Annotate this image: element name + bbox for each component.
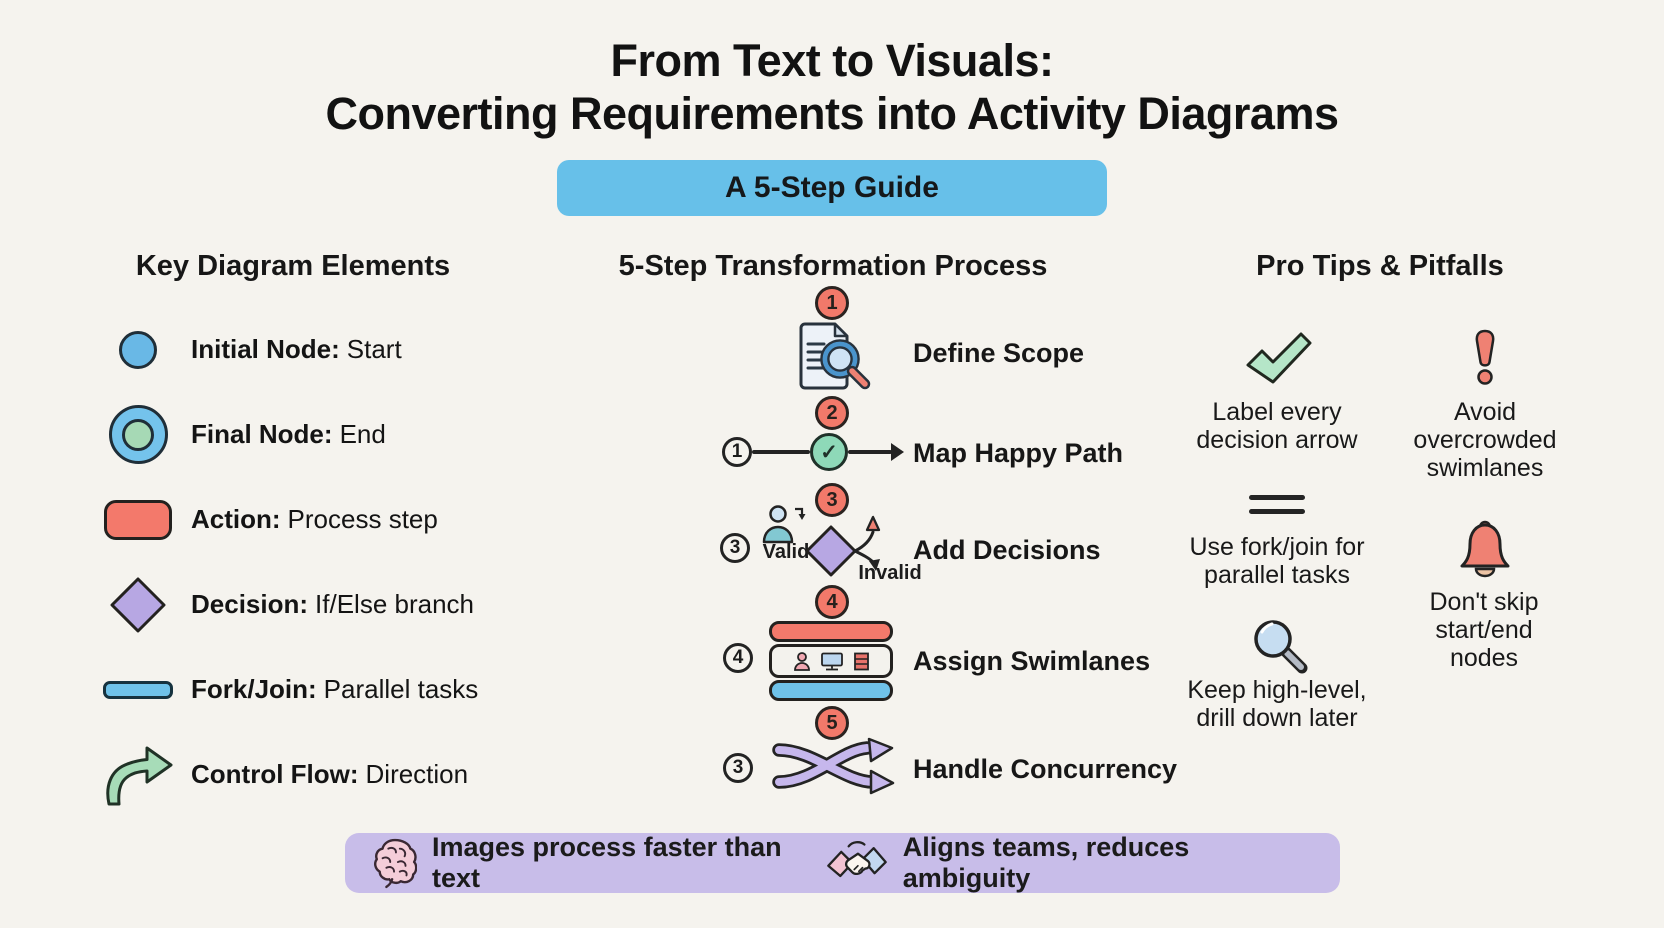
swimlane-top bbox=[769, 621, 893, 642]
decision-diamond-icon bbox=[805, 525, 857, 577]
flow-arrow bbox=[848, 443, 904, 461]
check-node-icon: ✓ bbox=[810, 433, 848, 471]
tip-high-level: Keep high-level, drill down later bbox=[1187, 676, 1367, 732]
legend-desc: Parallel tasks bbox=[323, 674, 479, 704]
legend-item-fork-join: Fork/Join:Parallel tasks bbox=[85, 647, 505, 732]
legend-term: Action: bbox=[191, 504, 281, 534]
handshake-icon bbox=[826, 838, 888, 888]
page-title-line1: From Text to Visuals: bbox=[610, 35, 1054, 86]
step-badge-3: 3 bbox=[815, 483, 849, 517]
swimlane-bottom bbox=[769, 680, 893, 701]
step-badge-5: 5 bbox=[815, 706, 849, 740]
step-label-map-happy-path: Map Happy Path bbox=[913, 438, 1124, 468]
subtitle-banner-label: A 5-Step Guide bbox=[725, 171, 939, 204]
actor-icon bbox=[761, 504, 807, 544]
fork-join-icon bbox=[85, 680, 191, 699]
legend-desc: End bbox=[339, 419, 386, 449]
fork-join-lines-icon bbox=[1249, 495, 1305, 523]
page-title-line2: Converting Requirements into Activity Di… bbox=[325, 88, 1339, 139]
benefit-text: Images process faster than text bbox=[432, 832, 782, 893]
legend-item-decision: Decision:If/Else branch bbox=[85, 562, 505, 647]
legend-desc: Process step bbox=[287, 504, 438, 534]
pitfall-skip-nodes: Don't skip start/end nodes bbox=[1429, 588, 1539, 672]
step3-marker: 3 bbox=[720, 533, 750, 563]
legend-item-initial-node: Initial Node:Start bbox=[85, 307, 505, 392]
mini-monitor-icon bbox=[820, 652, 843, 670]
initial-node-icon bbox=[85, 330, 191, 369]
brain-icon bbox=[373, 837, 417, 889]
step-label-assign-swimlanes: Assign Swimlanes bbox=[913, 646, 1151, 676]
subtitle-banner: A 5-Step Guide bbox=[557, 160, 1107, 216]
pitfall-overcrowded: Avoid overcrowded swimlanes bbox=[1413, 398, 1557, 482]
page-title: From Text to Visuals: Converting Require… bbox=[0, 34, 1664, 140]
check-icon bbox=[1245, 332, 1313, 386]
swimlane-icon bbox=[769, 621, 893, 701]
legend-heading: Key Diagram Elements bbox=[135, 250, 451, 282]
concurrency-icon bbox=[771, 737, 895, 795]
step-badge-4: 4 bbox=[815, 585, 849, 619]
legend-term: Final Node: bbox=[191, 419, 333, 449]
legend-item-action: Action:Process step bbox=[85, 477, 505, 562]
legend-term: Initial Node: bbox=[191, 334, 340, 364]
process-heading: 5-Step Transformation Process bbox=[618, 250, 1048, 282]
legend-item-final-node: Final Node:End bbox=[85, 392, 505, 477]
tips-heading: Pro Tips & Pitfalls bbox=[1256, 250, 1504, 282]
control-flow-icon bbox=[85, 744, 191, 806]
decision-icon bbox=[85, 576, 191, 634]
legend-item-control-flow: Control Flow:Direction bbox=[85, 732, 505, 817]
mini-person-icon bbox=[793, 651, 810, 671]
legend-desc: If/Else branch bbox=[315, 589, 475, 619]
step-label-handle-concurrency: Handle Concurrency bbox=[913, 754, 1178, 784]
legend-term: Fork/Join: bbox=[191, 674, 317, 704]
legend-list: Initial Node:Start Final Node:End Action… bbox=[85, 307, 505, 817]
step-label-add-decisions: Add Decisions bbox=[913, 535, 1101, 565]
final-node-icon bbox=[85, 405, 191, 464]
tip-forkjoin-parallel: Use fork/join for parallel tasks bbox=[1189, 533, 1365, 589]
legend-term: Control Flow: bbox=[191, 759, 359, 789]
benefit-text: Aligns teams, reduces ambiguity bbox=[902, 832, 1190, 893]
bell-icon bbox=[1457, 520, 1513, 582]
legend-desc: Start bbox=[346, 334, 402, 364]
step-badge-1: 1 bbox=[815, 286, 849, 320]
happy-path-start-marker: 1 bbox=[722, 437, 752, 467]
step-label-define-scope: Define Scope bbox=[913, 338, 1085, 368]
step4-marker: 4 bbox=[723, 643, 753, 673]
magnifier-icon bbox=[1250, 616, 1308, 674]
invalid-label: Invalid bbox=[858, 562, 922, 584]
swimlane-middle bbox=[769, 644, 893, 678]
legend-desc: Direction bbox=[365, 759, 469, 789]
action-icon bbox=[85, 499, 191, 540]
document-magnifier-icon bbox=[795, 318, 877, 398]
benefit-team-alignment: Aligns teams, reduces ambiguity bbox=[826, 832, 1312, 894]
benefits-banner: Images process faster than text Aligns t… bbox=[345, 832, 1340, 894]
benefit-visual-processing: Images process faster than text bbox=[373, 832, 826, 894]
exclamation-icon bbox=[1468, 328, 1502, 386]
legend-term: Decision: bbox=[191, 589, 309, 619]
mini-cabinet-icon bbox=[853, 652, 869, 670]
step5-marker: 3 bbox=[723, 753, 753, 783]
step-badge-2: 2 bbox=[815, 396, 849, 430]
valid-label: Valid bbox=[762, 541, 810, 563]
happy-path-icon: 1 ✓ bbox=[722, 433, 904, 471]
flow-line bbox=[752, 450, 810, 454]
branch-arrows-icon bbox=[853, 513, 901, 577]
tip-label-decision-arrow: Label every decision arrow bbox=[1196, 398, 1358, 454]
